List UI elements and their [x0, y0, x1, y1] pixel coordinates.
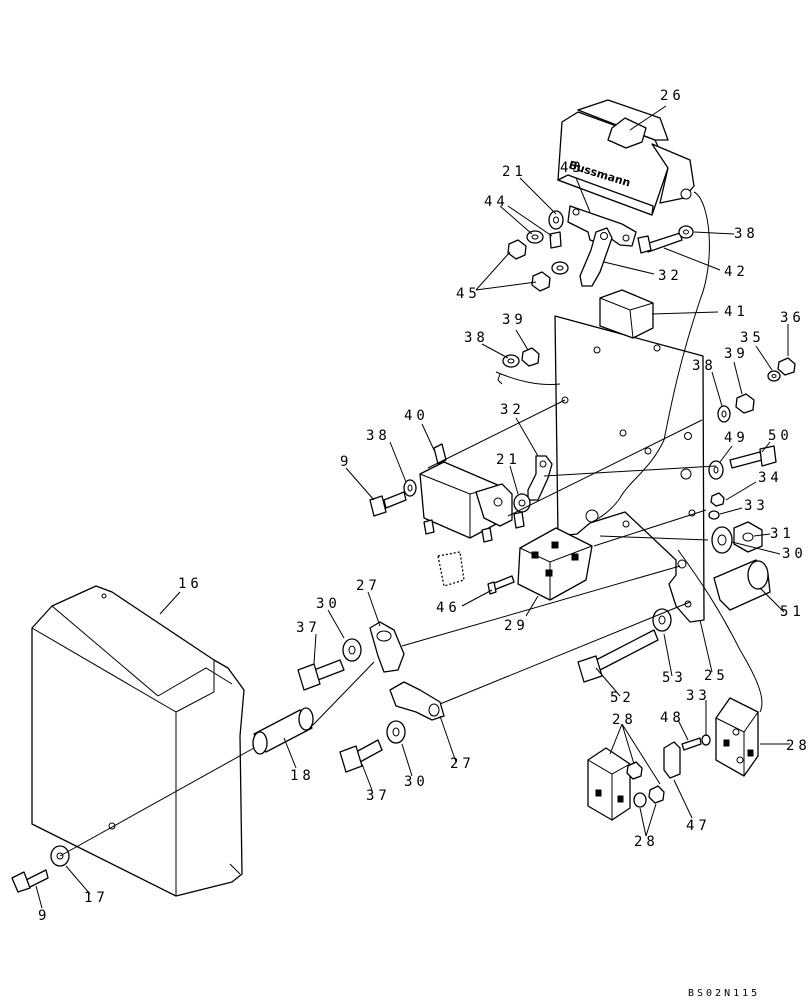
callout-25: 25: [704, 668, 729, 684]
callout-34: 34: [758, 470, 783, 486]
bussmann-relay-block: Bussmann: [557, 99, 695, 216]
fuse-holder-right: [715, 697, 759, 777]
callout-38: 38: [366, 428, 391, 444]
mounting-plate: [554, 315, 705, 623]
callout-40: 40: [404, 408, 429, 424]
callout-45: 45: [456, 286, 481, 302]
callout-30: 30: [782, 546, 807, 562]
callout-37: 37: [366, 788, 391, 804]
callout-33: 33: [686, 688, 711, 704]
callout-43: 43: [560, 160, 585, 176]
callout-33: 33: [744, 498, 769, 514]
relay-40: [419, 443, 553, 543]
washer-nut-left: [502, 347, 540, 368]
callout-36: 36: [780, 310, 805, 326]
leader-lines: [35, 105, 790, 909]
callout-42: 42: [724, 264, 749, 280]
callout-16: 16: [178, 576, 203, 592]
callout-46: 46: [436, 600, 461, 616]
callout-28: 28: [634, 834, 659, 850]
callout-51: 51: [780, 604, 805, 620]
callout-29: 29: [504, 618, 529, 634]
callout-26: 26: [660, 88, 685, 104]
bolt-52: [577, 608, 672, 683]
fuse-holder-left: [587, 747, 631, 821]
callout-32: 32: [658, 268, 683, 284]
bolt-9-upper: [369, 479, 417, 517]
spacer-18: [252, 707, 314, 755]
callout-30: 30: [404, 774, 429, 790]
callout-21: 21: [496, 452, 521, 468]
callout-35: 35: [740, 330, 765, 346]
callout-41: 41: [724, 304, 749, 320]
bolt-9-lower: [11, 845, 70, 893]
drawing-code: BS02N115: [688, 988, 760, 999]
clamp-27-upper: [369, 621, 405, 673]
callout-28: 28: [612, 712, 637, 728]
callout-27: 27: [356, 578, 381, 594]
callout-9: 9: [340, 454, 352, 470]
washer-nut-right: [717, 357, 796, 423]
callout-37: 37: [296, 620, 321, 636]
callout-47: 47: [686, 818, 711, 834]
callout-labels: 26 43 21 44 38 42 32 45 41 36 38 39 35 3…: [38, 88, 811, 924]
clamp-27-lower: [389, 681, 445, 721]
callout-52: 52: [610, 690, 635, 706]
callout-39: 39: [502, 312, 527, 328]
lower-hardware: [626, 734, 711, 808]
ring-terminal-upper: [579, 227, 613, 287]
relay-41: [599, 289, 654, 339]
bolt-37-lower: [339, 720, 406, 773]
bolt-50-group: [708, 445, 777, 520]
callout-44: 44: [484, 194, 509, 210]
callout-53: 53: [662, 670, 687, 686]
callout-31: 31: [770, 526, 795, 542]
callout-38: 38: [692, 358, 717, 374]
callout-17: 17: [84, 890, 109, 906]
callout-28: 28: [786, 738, 811, 754]
callout-30: 30: [316, 596, 341, 612]
callout-38: 38: [734, 226, 759, 242]
upper-hardware: [507, 210, 694, 292]
callout-48: 48: [660, 710, 685, 726]
callout-38: 38: [464, 330, 489, 346]
callout-39: 39: [724, 346, 749, 362]
callout-18: 18: [290, 768, 315, 784]
enclosure-cover: [31, 585, 245, 897]
callout-21: 21: [502, 164, 527, 180]
callout-27: 27: [450, 756, 475, 772]
bolt-37-upper: [297, 638, 362, 691]
wiring-harness: [495, 191, 763, 713]
callout-32: 32: [500, 402, 525, 418]
assembly-axis-lines: [59, 399, 717, 857]
callout-49: 49: [724, 430, 749, 446]
nut-spacer-right: [711, 521, 771, 611]
callout-50: 50: [768, 428, 793, 444]
callout-9: 9: [38, 908, 50, 924]
connector-29: [437, 527, 593, 601]
